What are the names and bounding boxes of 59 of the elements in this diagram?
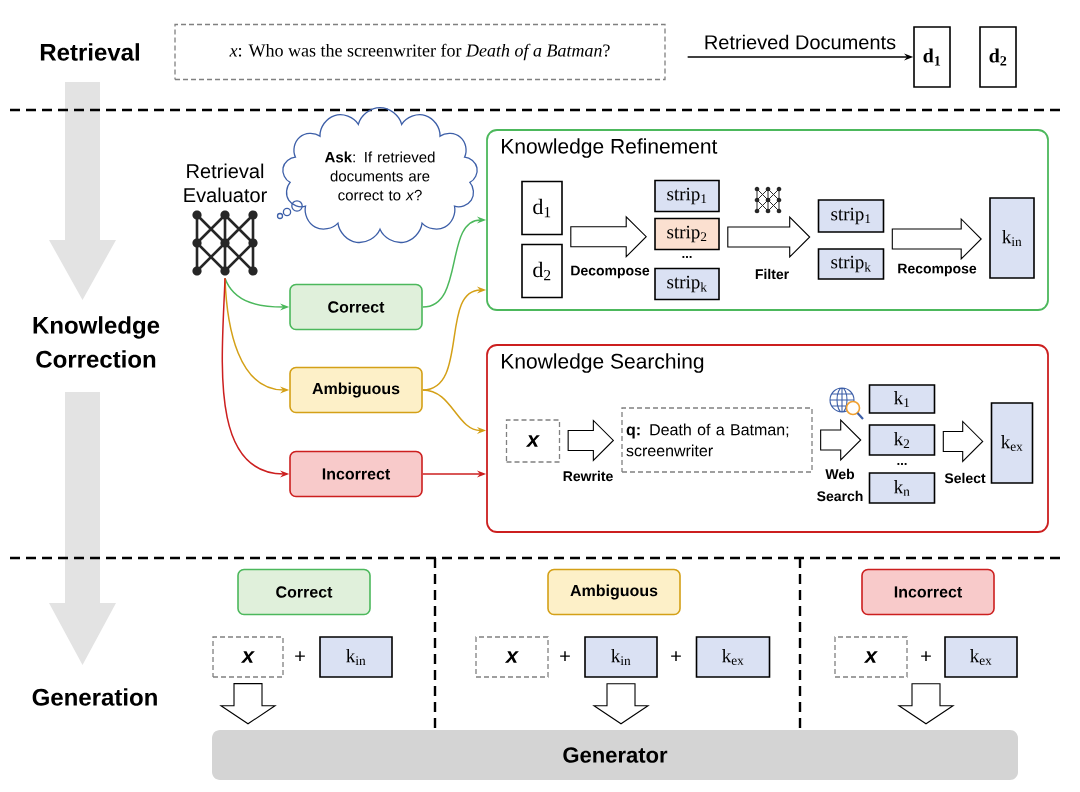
- knowledge-box: k$_{ex}$: [695, 636, 771, 678]
- edge-label: Select: [943, 471, 987, 485]
- document-box: d$_{1}$: [521, 180, 563, 236]
- query-box: q: Death of a Batman; screenwriter: [621, 407, 813, 473]
- thought-cloud: Ask: If retrieved documents are correct to x?: [276, 107, 478, 244]
- document-box: d$_{2}$: [979, 26, 1017, 88]
- block-arrow: [592, 683, 650, 725]
- edge-label: Recompose: [896, 262, 978, 278]
- block-arrow: [570, 215, 647, 259]
- knowledge-box: strip$_{k}$: [654, 267, 720, 301]
- edge-label: Filter: [753, 267, 791, 281]
- knowledge-box: k$_{ex}$: [990, 402, 1034, 484]
- knowledge-box: k$_{n}$: [868, 472, 936, 504]
- block-arrow: [219, 683, 277, 725]
- generator-bar: Generator: [212, 730, 1018, 780]
- section-label: Retrieval: [40, 43, 139, 61]
- edge-label: Decompose: [569, 264, 651, 280]
- node-label: Retrieval Evaluator: [184, 163, 267, 203]
- query-box: x: Who was the screenwriter for Death of a Batman?: [174, 23, 666, 81]
- category-box: Incorrect: [861, 568, 995, 616]
- knowledge-box: k$_{ex}$: [944, 636, 1018, 678]
- plus-sign: +: [295, 651, 305, 661]
- category-box: Ambiguous: [289, 366, 423, 414]
- edge-label: Web Search: [814, 467, 866, 503]
- block-arrow: [567, 419, 615, 462]
- ellipsis: ...: [897, 463, 907, 465]
- knowledge-box: strip$_{1}$: [654, 179, 720, 213]
- knowledge-box: k$_{in}$: [989, 197, 1035, 279]
- edge-label: Retrieved Documents: [702, 33, 898, 51]
- knowledge-box: k$_{2}$: [868, 424, 936, 456]
- knowledge-box: strip$_{1}$: [817, 199, 885, 233]
- input-box: x: [475, 636, 549, 678]
- knowledge-box: k$_{in}$: [319, 636, 393, 678]
- plus-sign: +: [560, 651, 570, 661]
- knowledge-box: strip$_{2}$: [654, 217, 720, 251]
- input-box: x: [212, 636, 284, 678]
- document-box: d$_{2}$: [521, 243, 563, 299]
- category-box: Incorrect: [289, 450, 423, 498]
- network-drawing: Retrieval Evaluator: [184, 163, 267, 276]
- block-arrow: [891, 217, 982, 261]
- document-box: d$_{1}$: [913, 26, 951, 88]
- knowledge-box: strip$_{k}$: [817, 248, 885, 280]
- section-label: Generation: [32, 688, 157, 706]
- edge-label: Rewrite: [561, 469, 615, 483]
- knowledge-box: k$_{in}$: [584, 636, 658, 678]
- input-box: x: [505, 419, 561, 463]
- knowledge-box: k$_{1}$: [868, 384, 936, 414]
- plus-sign: +: [671, 651, 681, 661]
- category-box: Correct: [237, 568, 371, 616]
- block-arrow: [942, 420, 984, 463]
- block-arrow: [897, 683, 955, 725]
- plus-sign: +: [921, 651, 931, 661]
- input-box: x: [834, 636, 908, 678]
- block-arrow: [820, 418, 862, 462]
- category-box: Correct: [289, 283, 423, 331]
- ellipsis: ...: [682, 256, 692, 258]
- block-arrow: [727, 215, 811, 259]
- section-label: Knowledge Correction: [33, 316, 160, 368]
- category-box: Ambiguous: [547, 568, 681, 616]
